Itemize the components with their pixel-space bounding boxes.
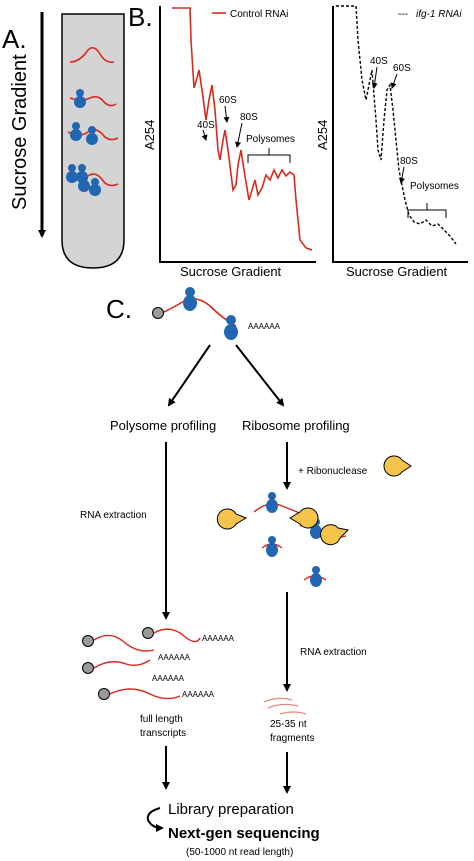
top-ribosome-2 xyxy=(224,315,238,340)
panel-a-label: A. xyxy=(2,24,27,54)
control-rnai-trace xyxy=(172,7,313,251)
right-ylabel: A254 xyxy=(315,120,330,150)
left-80s-label: 80S xyxy=(240,112,258,123)
tube-free-mrna xyxy=(69,46,115,64)
right-legend-prefix: --- xyxy=(398,9,408,20)
top-polya: AAAAAA xyxy=(248,322,281,331)
arrow-to-ribosome-profiling xyxy=(235,344,285,407)
left-polysome-bracket xyxy=(247,148,291,163)
next-gen-sequencing: Next-gen sequencing xyxy=(168,825,320,842)
fragments-line1: 25-35 nt xyxy=(270,719,307,730)
ribonuclease-icon xyxy=(383,455,412,477)
transcript-polya-1: AAAAAA xyxy=(202,634,235,643)
panel-a: A. Sucrose Gradient xyxy=(2,12,125,269)
right-legend: ifg-1 RNAi xyxy=(416,9,462,20)
full-length-line2: transcripts xyxy=(140,728,186,739)
left-60s-arrow xyxy=(223,105,230,123)
rna-fragments xyxy=(263,697,307,715)
panel-b-left: B. A254 Sucrose Gradient Control RNAi 40… xyxy=(128,2,316,279)
right-40s-arrow xyxy=(371,66,378,89)
ribosome-profiling-label: Ribosome profiling xyxy=(242,418,350,433)
digestion-cluster xyxy=(216,492,350,587)
ribonuclease-label: + Ribonuclease xyxy=(298,466,368,477)
right-polysome-bracket xyxy=(407,203,447,218)
right-plot-axes xyxy=(332,6,468,263)
left-40s-arrow xyxy=(201,129,208,141)
right-60s-label: 60S xyxy=(393,63,411,74)
panel-b-right: A254 Sucrose Gradient --- ifg-1 RNAi 40S… xyxy=(315,5,468,279)
transcript-polya-3: AAAAAA xyxy=(152,674,185,683)
tube-disome xyxy=(70,122,98,145)
left-80s-arrow xyxy=(235,122,243,148)
transcript-polya-2: AAAAAA xyxy=(158,653,191,662)
left-40s-label: 40S xyxy=(197,120,215,131)
sucrose-gradient-label: Sucrose Gradient xyxy=(9,54,31,210)
loop-arrow xyxy=(146,807,164,832)
right-40s-label: 40S xyxy=(370,56,388,67)
top-cap xyxy=(152,307,164,319)
right-80s-label: 80S xyxy=(400,156,418,167)
transcript-polya-4: AAAAAA xyxy=(182,690,215,699)
panel-b-label: B. xyxy=(128,2,153,32)
left-60s-label: 60S xyxy=(219,95,237,106)
tube-monosome xyxy=(74,89,86,108)
right-60s-arrow xyxy=(390,73,398,89)
left-polysomes-label: Polysomes xyxy=(246,134,295,145)
read-length: (50-1000 nt read length) xyxy=(186,847,293,858)
full-length-line1: full length xyxy=(140,714,183,725)
ifg1-rnai-trace xyxy=(336,5,457,245)
library-preparation: Library preparation xyxy=(168,801,294,818)
left-xlabel: Sucrose Gradient xyxy=(180,264,282,279)
full-length-transcripts xyxy=(82,627,201,700)
panel-c: C. AAAAAA Polysome profiling Ribosome pr… xyxy=(80,287,412,858)
right-polysomes-label: Polysomes xyxy=(410,181,459,192)
top-mrna xyxy=(163,298,237,327)
polysome-profiling-label: Polysome profiling xyxy=(110,418,216,433)
left-plot-axes xyxy=(159,6,316,263)
left-ylabel: A254 xyxy=(142,120,157,150)
arrow-to-polysome-profiling xyxy=(167,344,211,407)
right-rna-extraction: RNA extraction xyxy=(300,647,367,658)
panel-c-label: C. xyxy=(106,294,132,324)
tube-polysome xyxy=(66,164,101,196)
fragments-line2: fragments xyxy=(270,733,314,744)
left-legend: Control RNAi xyxy=(230,9,288,20)
left-rna-extraction: RNA extraction xyxy=(80,510,147,521)
right-xlabel: Sucrose Gradient xyxy=(346,264,448,279)
top-ribosome-1 xyxy=(183,287,197,311)
right-80s-arrow xyxy=(398,166,405,184)
